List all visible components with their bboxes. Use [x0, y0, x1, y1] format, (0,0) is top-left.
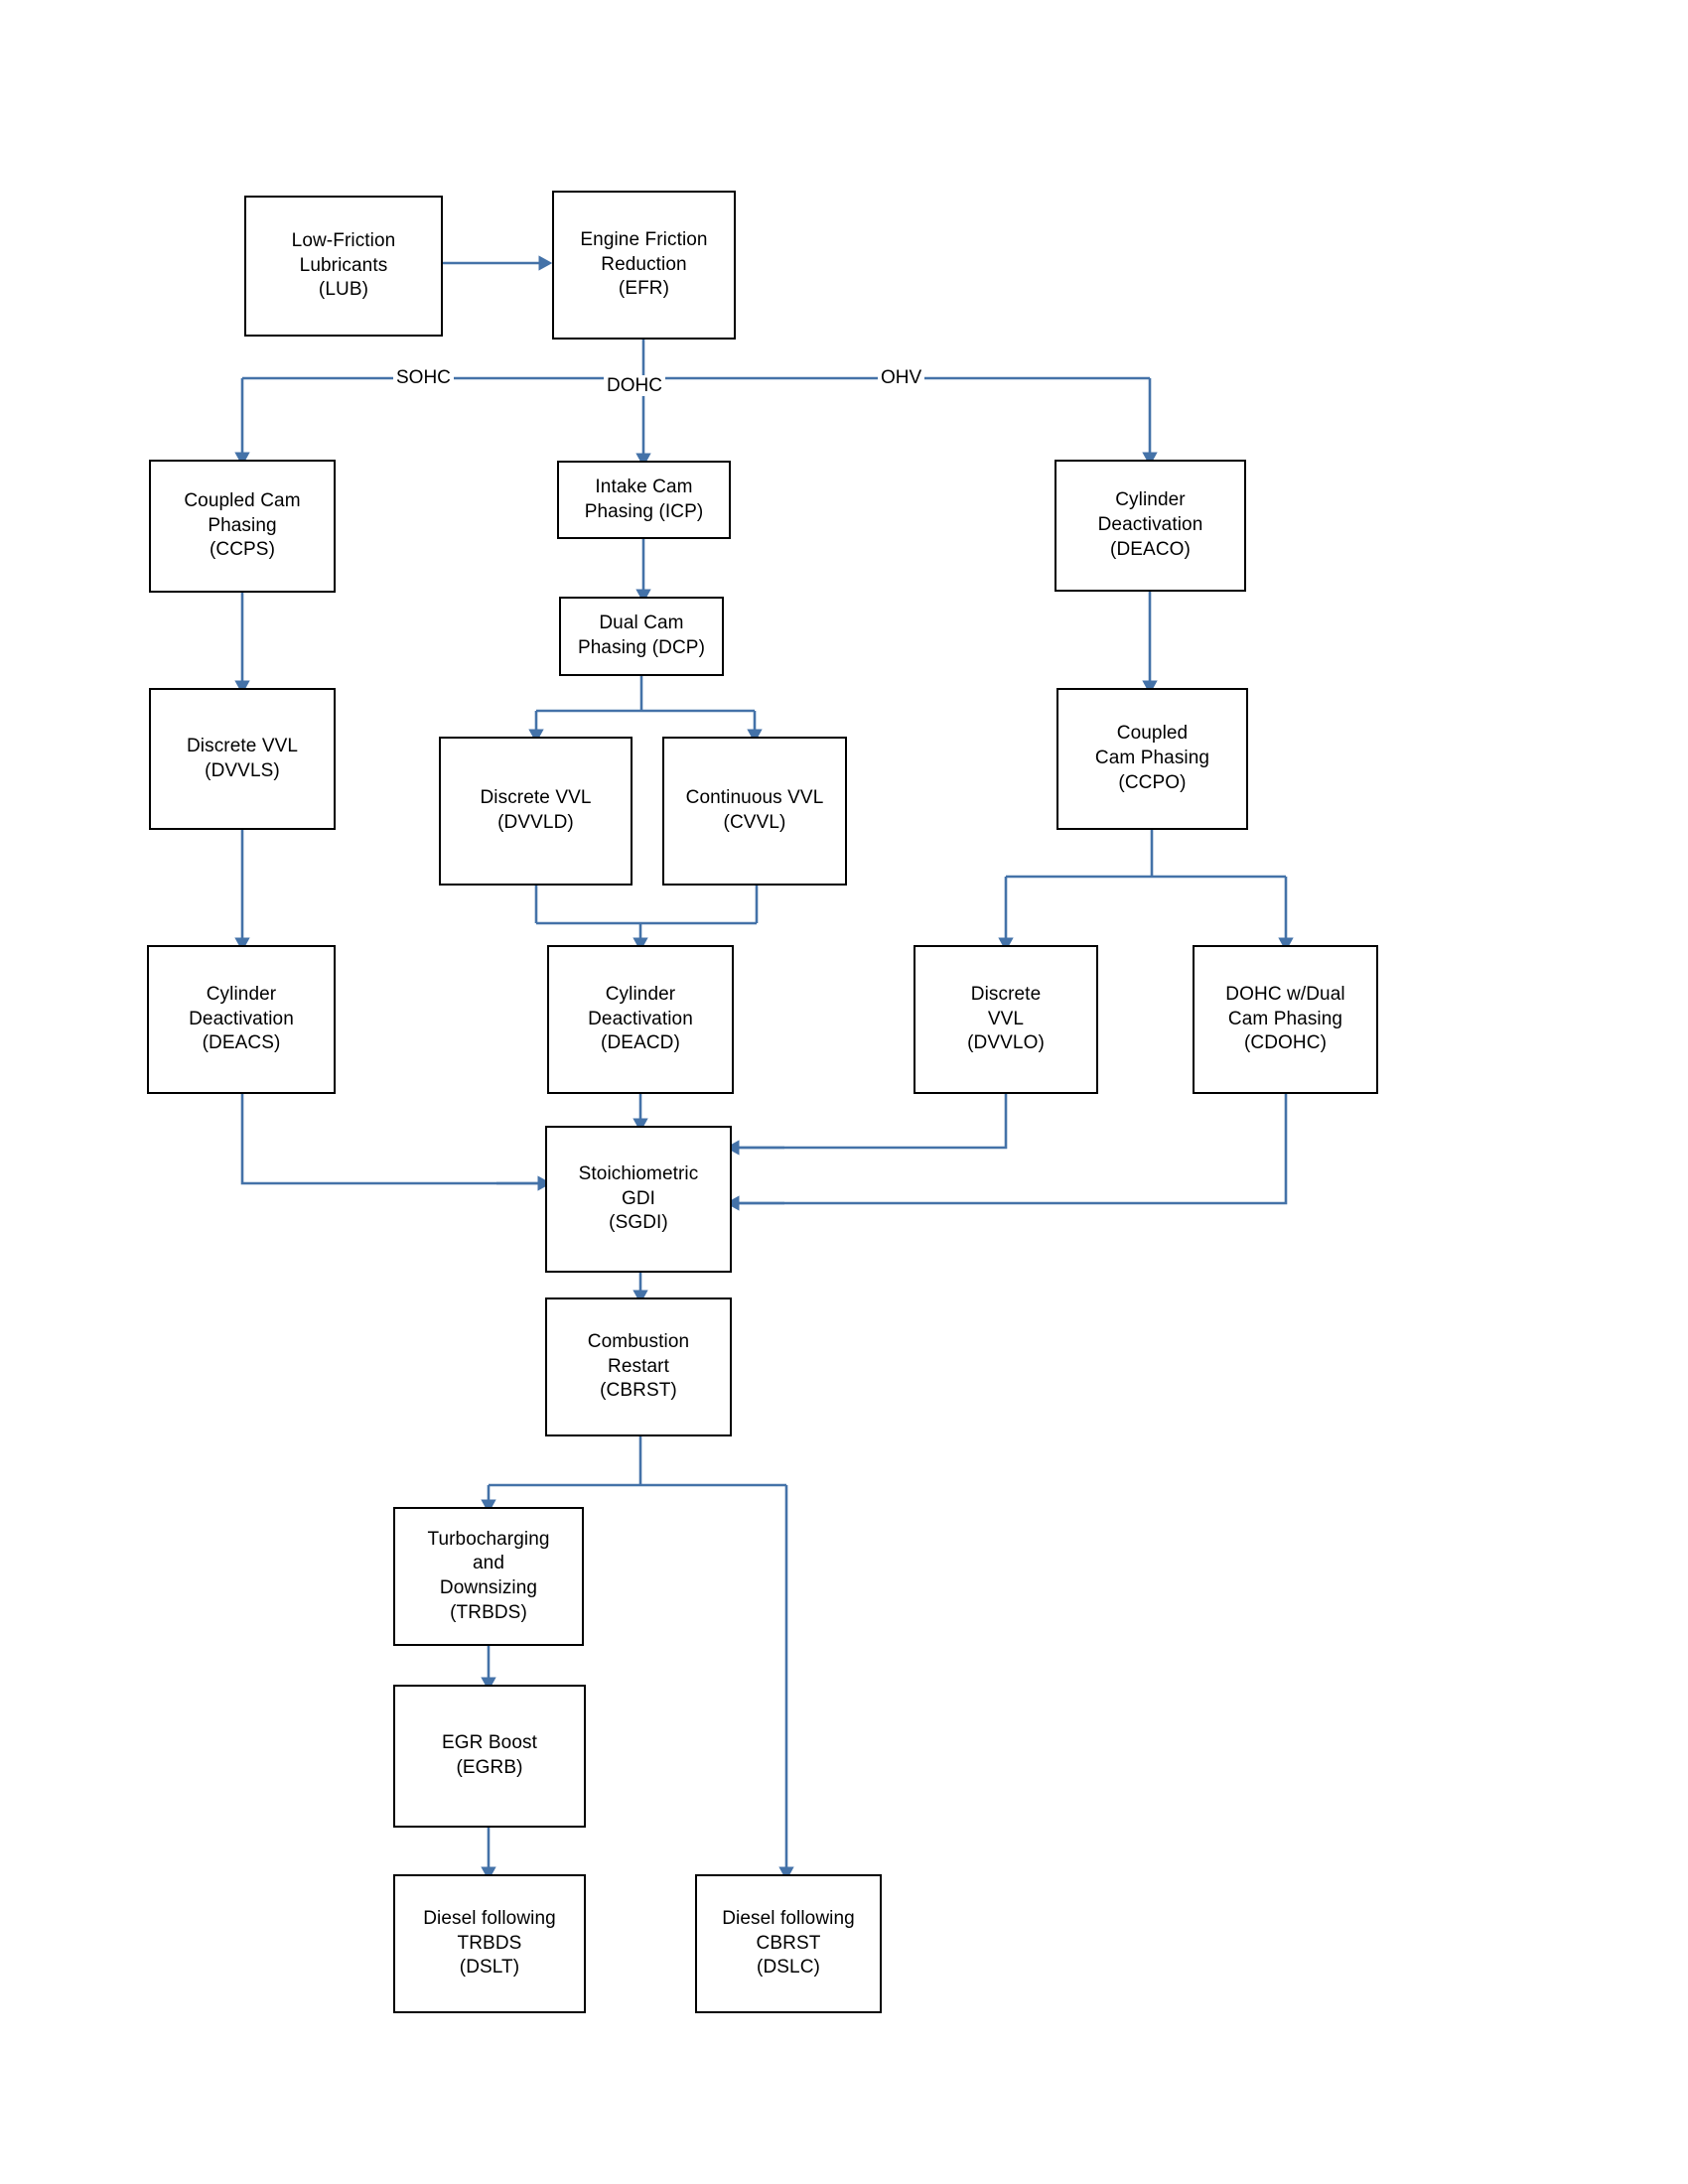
node-ccps[interactable]: Coupled Cam Phasing (CCPS)	[149, 460, 336, 593]
node-deacd[interactable]: Cylinder Deactivation (DEACD)	[547, 945, 734, 1094]
node-egrb[interactable]: EGR Boost (EGRB)	[393, 1685, 586, 1828]
node-cvvl[interactable]: Continuous VVL (CVVL)	[662, 737, 847, 886]
node-dslt-label: Diesel following TRBDS (DSLT)	[423, 1907, 556, 1979]
node-ccpo[interactable]: Coupled Cam Phasing (CCPO)	[1056, 688, 1248, 830]
node-deacd-label: Cylinder Deactivation (DEACD)	[588, 983, 693, 1054]
node-dslc[interactable]: Diesel following CBRST (DSLC)	[695, 1874, 882, 2013]
edge-cdohc-sgdi	[734, 1094, 1288, 1205]
node-dvvls-label: Discrete VVL (DVVLS)	[186, 735, 299, 781]
node-efr[interactable]: Engine Friction Reduction (EFR)	[552, 191, 736, 340]
node-cbrst[interactable]: Combustion Restart (CBRST)	[545, 1297, 732, 1436]
node-dvvlo[interactable]: Discrete VVL (DVVLO)	[914, 945, 1098, 1094]
node-dvvld-label: Discrete VVL (DVVLD)	[480, 787, 592, 833]
node-ccps-label: Coupled Cam Phasing (CCPS)	[184, 489, 301, 561]
edge-deacs-sgdi	[240, 1094, 543, 1185]
node-sgdi-label: Stoichiometric GDI (SGDI)	[578, 1162, 699, 1234]
node-dvvls[interactable]: Discrete VVL (DVVLS)	[149, 688, 336, 830]
node-deaco-label: Cylinder Deactivation (DEACO)	[1097, 489, 1203, 560]
node-dslt[interactable]: Diesel following TRBDS (DSLT)	[393, 1874, 586, 2013]
node-cdohc[interactable]: DOHC w/Dual Cam Phasing (CDOHC)	[1193, 945, 1378, 1094]
edge-label-dohc: DOHC	[604, 375, 665, 396]
node-dcp-label: Dual Cam Phasing (DCP)	[577, 613, 705, 658]
node-trbds[interactable]: Turbocharging and Downsizing (TRBDS)	[393, 1507, 584, 1646]
node-ccpo-label: Coupled Cam Phasing (CCPO)	[1094, 723, 1210, 793]
node-cdohc-label: DOHC w/Dual Cam Phasing (CDOHC)	[1225, 983, 1345, 1054]
node-dslc-label: Diesel following CBRST (DSLC)	[722, 1907, 855, 1979]
node-dvvld[interactable]: Discrete VVL (DVVLD)	[439, 737, 633, 886]
node-dvvlo-label: Discrete VVL (DVVLO)	[967, 983, 1045, 1054]
node-efr-label: Engine Friction Reduction (EFR)	[580, 228, 708, 300]
node-lub[interactable]: Low-Friction Lubricants (LUB)	[244, 196, 443, 337]
node-deacs[interactable]: Cylinder Deactivation (DEACS)	[147, 945, 336, 1094]
node-cvvl-label: Continuous VVL (CVVL)	[685, 787, 824, 833]
node-cbrst-label: Combustion Restart (CBRST)	[587, 1330, 690, 1402]
edge-label-sohc: SOHC	[393, 367, 454, 388]
node-icp-label: Intake Cam Phasing (ICP)	[584, 476, 704, 522]
edge-dvvlo-sgdi	[734, 1094, 1008, 1150]
node-sgdi[interactable]: Stoichiometric GDI (SGDI)	[545, 1126, 732, 1273]
node-trbds-label: Turbocharging and Downsizing (TRBDS)	[427, 1528, 550, 1623]
node-lub-label: Low-Friction Lubricants (LUB)	[291, 229, 396, 301]
node-icp[interactable]: Intake Cam Phasing (ICP)	[557, 461, 731, 539]
node-dcp[interactable]: Dual Cam Phasing (DCP)	[559, 597, 724, 676]
node-deaco[interactable]: Cylinder Deactivation (DEACO)	[1055, 460, 1246, 592]
node-egrb-label: EGR Boost (EGRB)	[442, 1732, 537, 1778]
node-deacs-label: Cylinder Deactivation (DEACS)	[189, 983, 294, 1054]
edge-label-ohv: OHV	[878, 367, 925, 388]
